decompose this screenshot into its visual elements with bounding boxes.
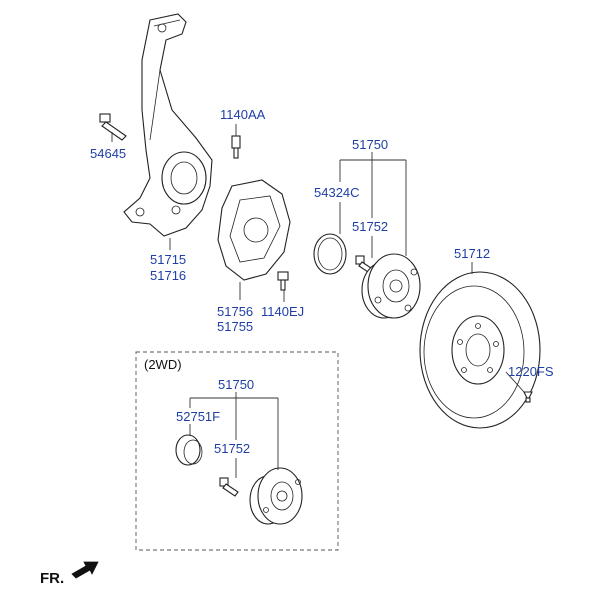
- label-51752-box: 51752: [214, 441, 250, 456]
- hub-bearing-top: [361, 253, 421, 319]
- label-51755: 51755: [217, 319, 253, 334]
- hub-bolt-2wd: [219, 477, 239, 497]
- label-51712: 51712: [454, 246, 490, 261]
- label-54324C: 54324C: [314, 185, 360, 200]
- leader-lines: [111, 124, 525, 478]
- label-51756: 51756: [217, 304, 253, 319]
- hub-bearing-2wd: [249, 467, 303, 525]
- steering-knuckle: [123, 13, 213, 237]
- label-51750-top: 51750: [352, 137, 388, 152]
- 2wd-box: [135, 351, 339, 551]
- bolt-54645: [99, 113, 127, 141]
- label-51750-box: 51750: [218, 377, 254, 392]
- label-52751F: 52751F: [176, 409, 220, 424]
- label-51716: 51716: [150, 268, 186, 283]
- label-fr: FR.: [40, 570, 64, 587]
- label-51715: 51715: [150, 252, 186, 267]
- dust-cover: [217, 179, 291, 281]
- screw-1220FS: [523, 391, 533, 403]
- snap-ring: [313, 233, 347, 275]
- label-51752-top: 51752: [352, 219, 388, 234]
- bolt-1140AA: [231, 135, 241, 159]
- label-1140EJ: 1140EJ: [261, 304, 304, 319]
- dust-cap-2wd: [175, 434, 203, 466]
- label-2wd: (2WD): [144, 357, 182, 372]
- brake-disc: [419, 271, 541, 429]
- front-arrow-icon: [71, 561, 99, 579]
- label-1140AA: 1140AA: [220, 107, 266, 122]
- part-labels: 54645 1140AA 51715 51716 51756 51755 114…: [40, 107, 554, 587]
- label-1220FS: 1220FS: [508, 364, 554, 379]
- bolt-1140EJ: [277, 271, 289, 291]
- label-54645: 54645: [90, 146, 126, 161]
